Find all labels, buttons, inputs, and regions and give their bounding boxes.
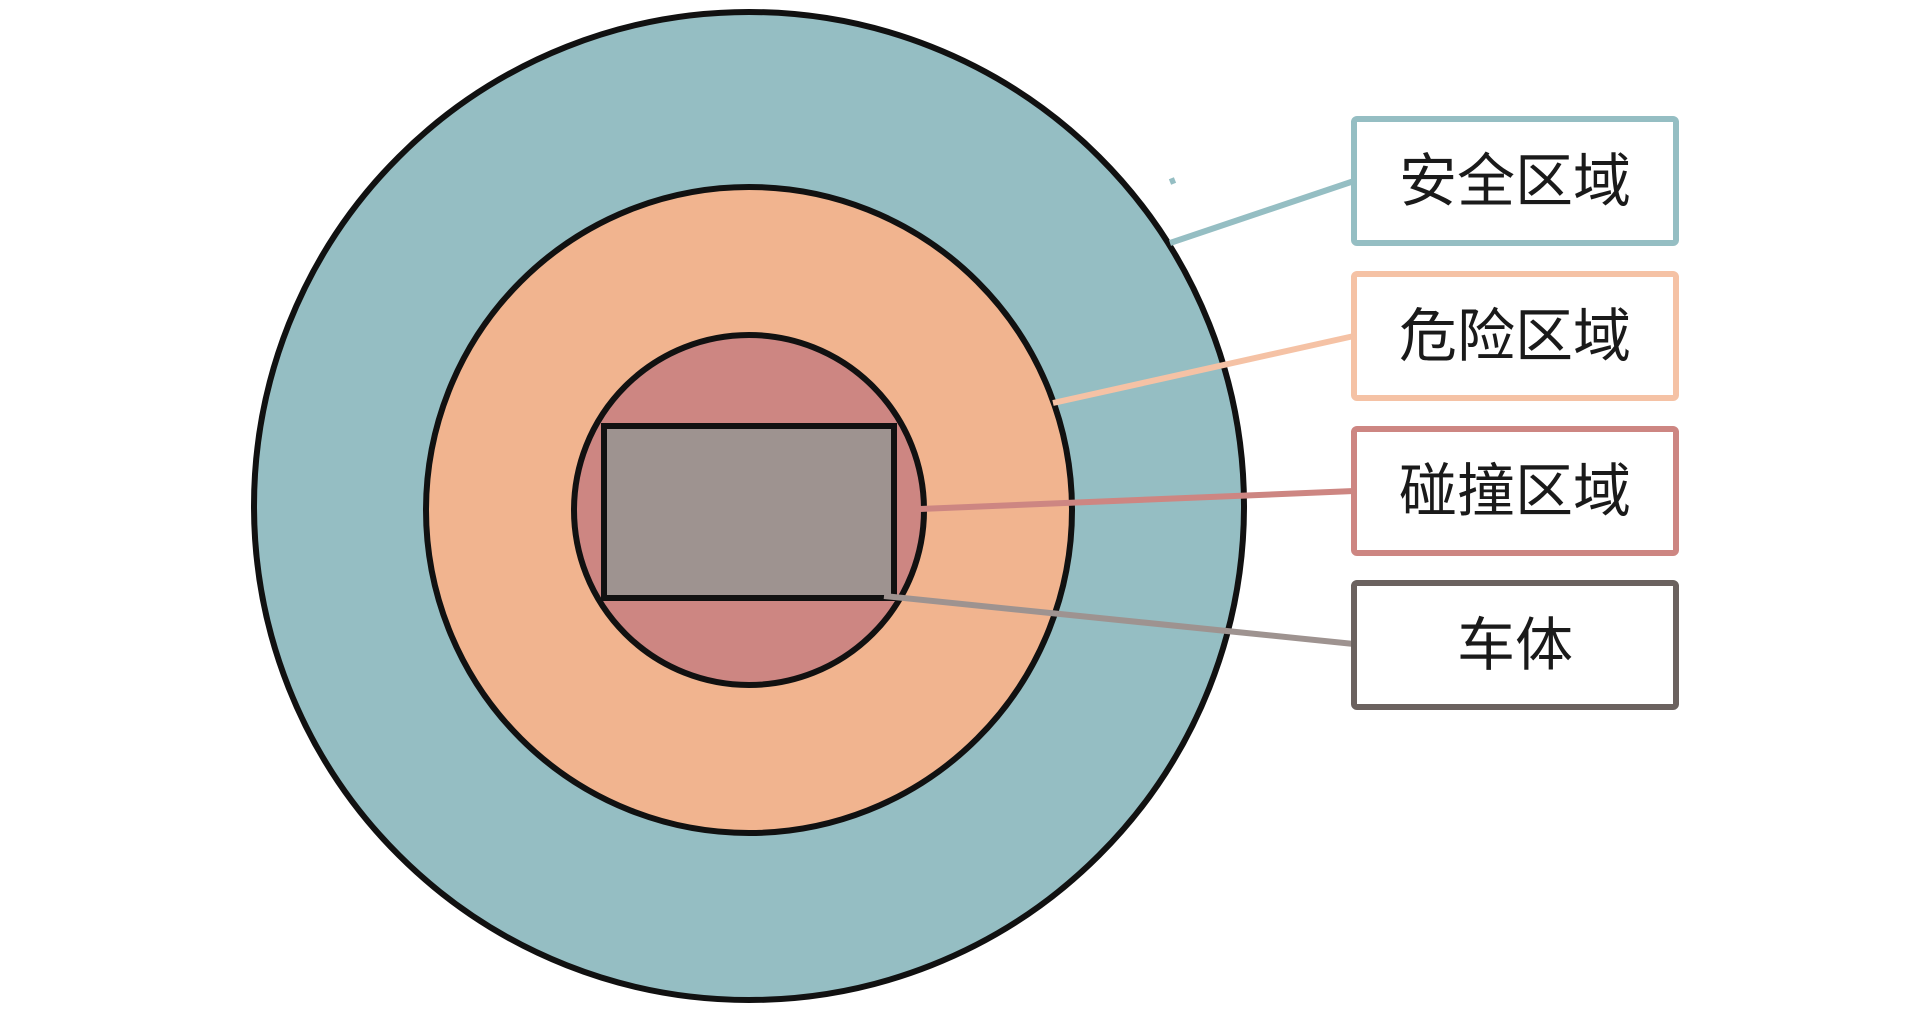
danger-zone-leader-line	[1052, 333, 1355, 406]
legend-collision-zone-box	[1351, 426, 1679, 556]
legend-safe-zone-label: 安全区域	[1399, 147, 1631, 215]
legend-collision-zone: 碰撞区域	[1351, 426, 1679, 556]
vehicle-body-rect	[601, 423, 897, 601]
legend-vehicle-box	[1351, 580, 1679, 710]
legend-danger-zone: 危险区域	[1351, 271, 1679, 401]
safe-zone-leader-line	[1168, 177, 1177, 185]
legend-safe-zone-box	[1351, 116, 1679, 246]
vehicle-leader-line	[883, 593, 1355, 647]
collision-zone-leader-line	[919, 488, 1355, 512]
safe-zone-leader-line-main	[1169, 178, 1355, 246]
legend-vehicle-label: 车体	[1457, 611, 1573, 679]
legend-danger-zone-label: 危险区域	[1399, 302, 1631, 370]
legend-collision-zone-label: 碰撞区域	[1399, 457, 1631, 525]
legend-danger-zone-box	[1351, 271, 1679, 401]
legend-vehicle: 车体	[1351, 580, 1679, 710]
legend-safe-zone: 安全区域	[1351, 116, 1679, 246]
